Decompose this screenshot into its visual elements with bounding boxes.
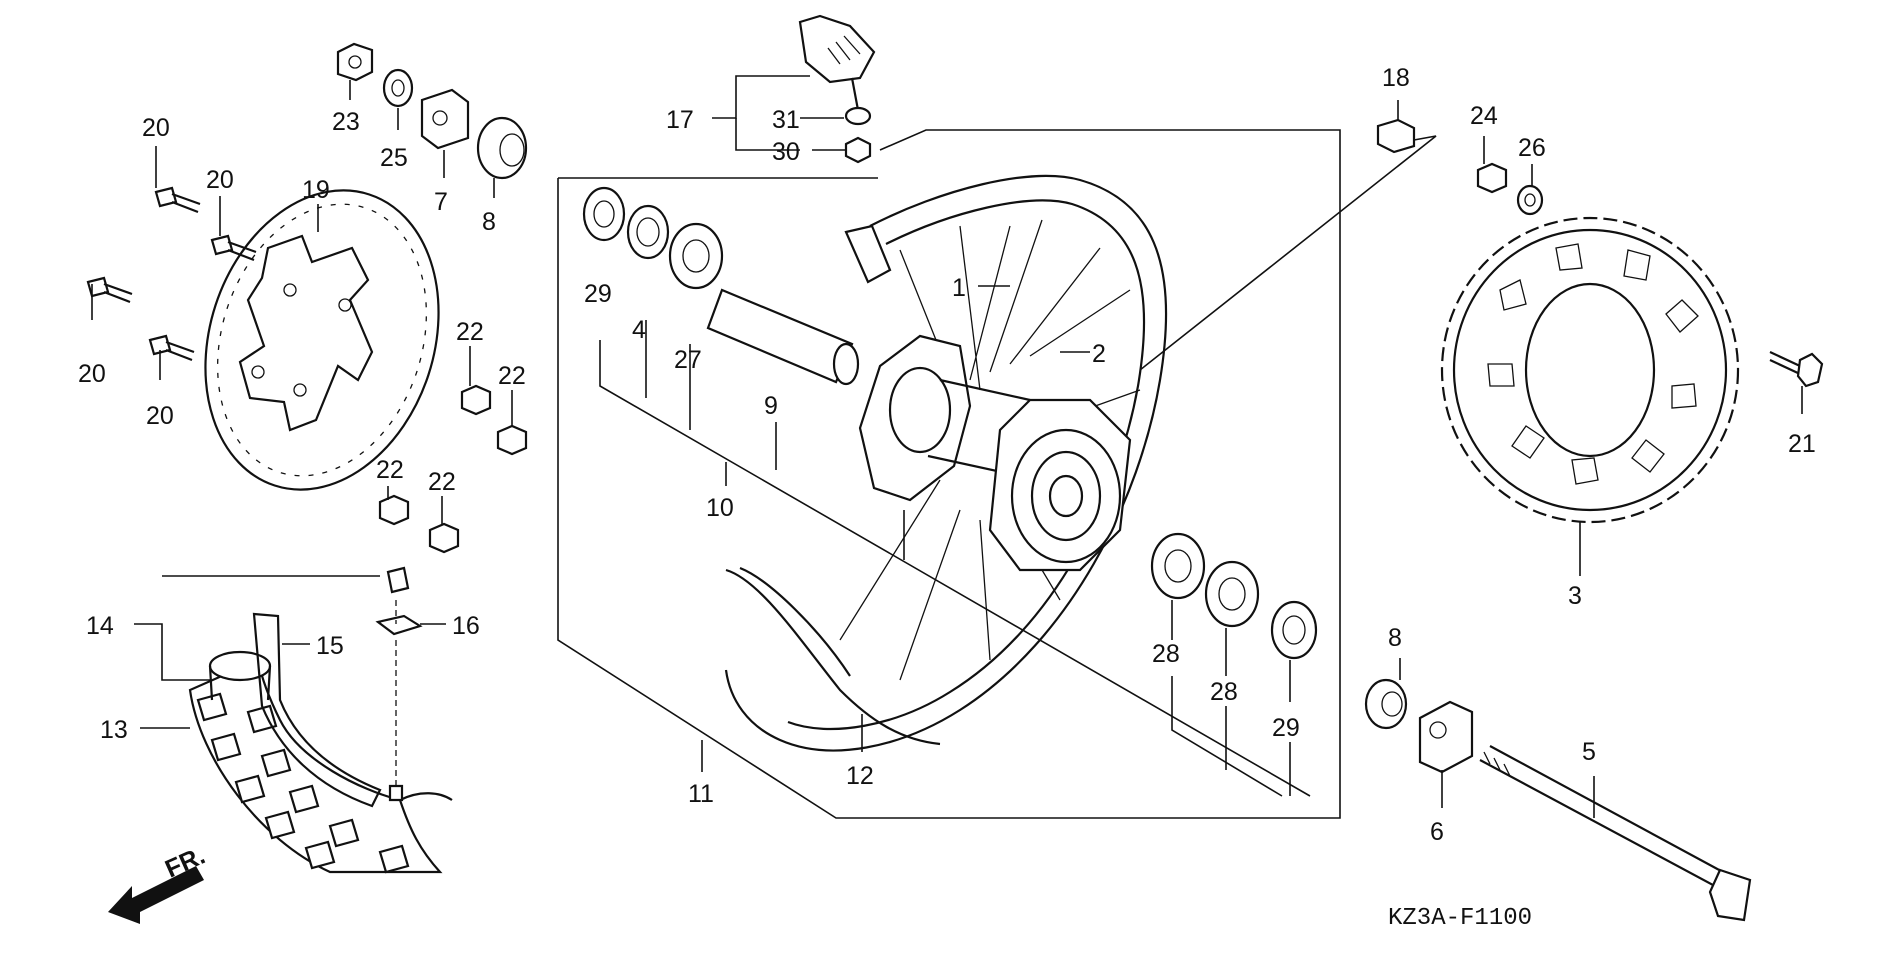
- sprocket-washer-26: [1516, 184, 1544, 216]
- callout-22-d: 22: [428, 468, 456, 496]
- callout-12: 12: [846, 762, 874, 790]
- callout-10: 10: [706, 494, 734, 522]
- callout-2: 2: [1092, 340, 1106, 368]
- callout-29-right: 29: [1272, 714, 1300, 742]
- bearing-29-left: [582, 186, 626, 242]
- part-code: KZ3A-F1100: [1388, 905, 1532, 932]
- callout-20-d: 20: [146, 402, 174, 430]
- callout-3: 3: [1568, 582, 1582, 610]
- sprocket-nut-24: [1476, 162, 1508, 194]
- callout-15: 15: [316, 632, 344, 660]
- callout-17: 17: [666, 106, 694, 134]
- rim-lock-16: [375, 566, 423, 802]
- callout-24: 24: [1470, 102, 1498, 130]
- callout-7: 7: [434, 188, 448, 216]
- bearing-27: [668, 222, 724, 290]
- wheel-assembly-boundary: [557, 129, 1341, 819]
- callout-9: 9: [764, 392, 778, 420]
- callout-22-a: 22: [456, 318, 484, 346]
- callout-4: 4: [632, 316, 646, 344]
- callout-labels: 1 2 3 4 5 6 7 8 8 9 10 11 12 13 14 15 16…: [78, 64, 1816, 846]
- callout-19: 19: [302, 176, 330, 204]
- sprocket-3: [1440, 216, 1740, 524]
- callout-5: 5: [1582, 738, 1596, 766]
- callout-8-bottom: 8: [1388, 624, 1402, 652]
- rear-axle-5: [1479, 745, 1752, 922]
- sprocket-bolt-21: [1769, 351, 1824, 388]
- brake-disc-19: [204, 189, 440, 491]
- callout-20-c: 20: [78, 360, 106, 388]
- disc-bolts-20: [86, 186, 257, 362]
- callout-26: 26: [1518, 134, 1546, 162]
- callout-14: 14: [86, 612, 114, 640]
- callout-22-b: 22: [498, 362, 526, 390]
- adjuster-block-6: [1418, 700, 1474, 774]
- callout-30: 30: [772, 138, 800, 166]
- collar-8-bottom: [1364, 678, 1408, 730]
- callout-18: 18: [1382, 64, 1410, 92]
- front-direction-arrow: [108, 866, 204, 924]
- collar-8-top: [476, 116, 528, 180]
- callout-27: 27: [674, 346, 702, 374]
- callout-1: 1: [952, 274, 966, 302]
- inner-tube-14: [208, 650, 272, 701]
- tire-13: [188, 658, 453, 874]
- seal-29-right: [1270, 600, 1318, 660]
- distance-collar-9: [706, 288, 860, 386]
- callout-22-c: 22: [376, 456, 404, 484]
- callout-13: 13: [100, 716, 128, 744]
- bearing-28-b: [1204, 560, 1260, 628]
- callout-28-b: 28: [1210, 678, 1238, 706]
- rim-lock-nut-18: [1376, 118, 1416, 154]
- callout-20-a: 20: [142, 114, 170, 142]
- disc-nuts-22: [378, 384, 528, 554]
- callout-23: 23: [332, 108, 360, 136]
- callout-31: 31: [772, 106, 800, 134]
- valve-nut-31: [844, 106, 872, 126]
- rim-band-15: [252, 612, 382, 808]
- axle-nut-23: [336, 42, 374, 82]
- callout-6: 6: [1430, 818, 1444, 846]
- callout-8-top: 8: [482, 208, 496, 236]
- callout-20-b: 20: [206, 166, 234, 194]
- leader-lines: [91, 75, 1803, 818]
- bearing-28-a: [1150, 532, 1206, 600]
- hub: [858, 334, 1132, 572]
- washer-25: [382, 68, 414, 108]
- callout-25: 25: [380, 144, 408, 172]
- callout-28-a: 28: [1152, 640, 1180, 668]
- callout-29-left: 29: [584, 280, 612, 308]
- valve-cap-17: [798, 14, 876, 111]
- callout-16: 16: [452, 612, 480, 640]
- adjuster-plate-7: [420, 88, 470, 150]
- valve-washer-30: [844, 136, 872, 164]
- retainer-4: [626, 204, 670, 260]
- callout-21: 21: [1788, 430, 1816, 458]
- callout-11: 11: [688, 780, 714, 808]
